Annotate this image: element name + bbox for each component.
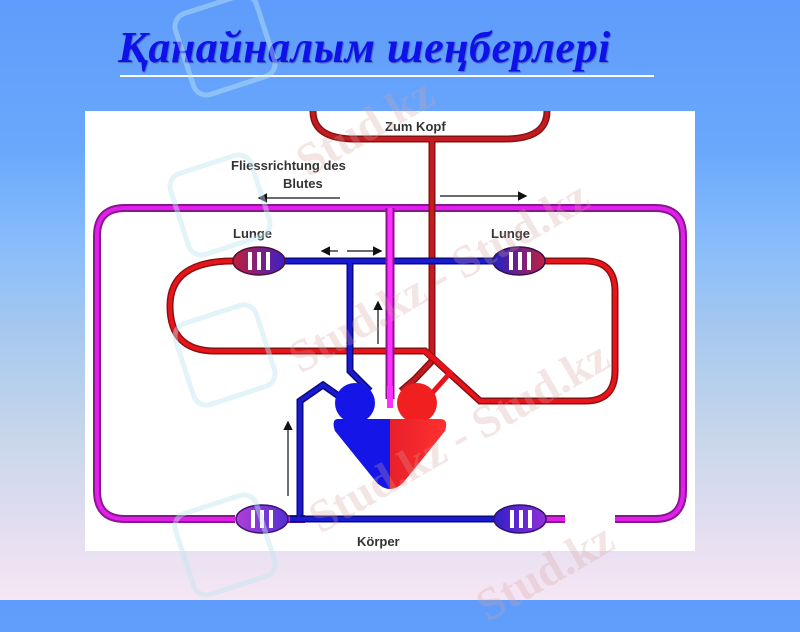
label-zum-kopf: Zum Kopf <box>385 119 446 134</box>
lung-left <box>232 246 286 276</box>
label-koerper: Körper <box>357 534 400 549</box>
body-capillary-left <box>235 504 289 534</box>
label-lunge-right: Lunge <box>491 226 530 241</box>
diagram-svg <box>93 111 687 534</box>
slide-title: Қанайналым шеңберлері <box>118 23 611 72</box>
title-underline <box>120 75 654 77</box>
label-flow-direction-2: Blutes <box>283 176 323 191</box>
label-flow-direction-1: Fliessrichtung des <box>231 158 346 173</box>
body-capillary-right <box>493 504 547 534</box>
lung-right <box>492 246 546 276</box>
label-lunge-left: Lunge <box>233 226 272 241</box>
circulation-diagram: Zum Kopf Fliessrichtung des Blutes Lunge… <box>85 111 695 551</box>
vena-cava <box>290 380 346 523</box>
heart <box>333 383 447 489</box>
